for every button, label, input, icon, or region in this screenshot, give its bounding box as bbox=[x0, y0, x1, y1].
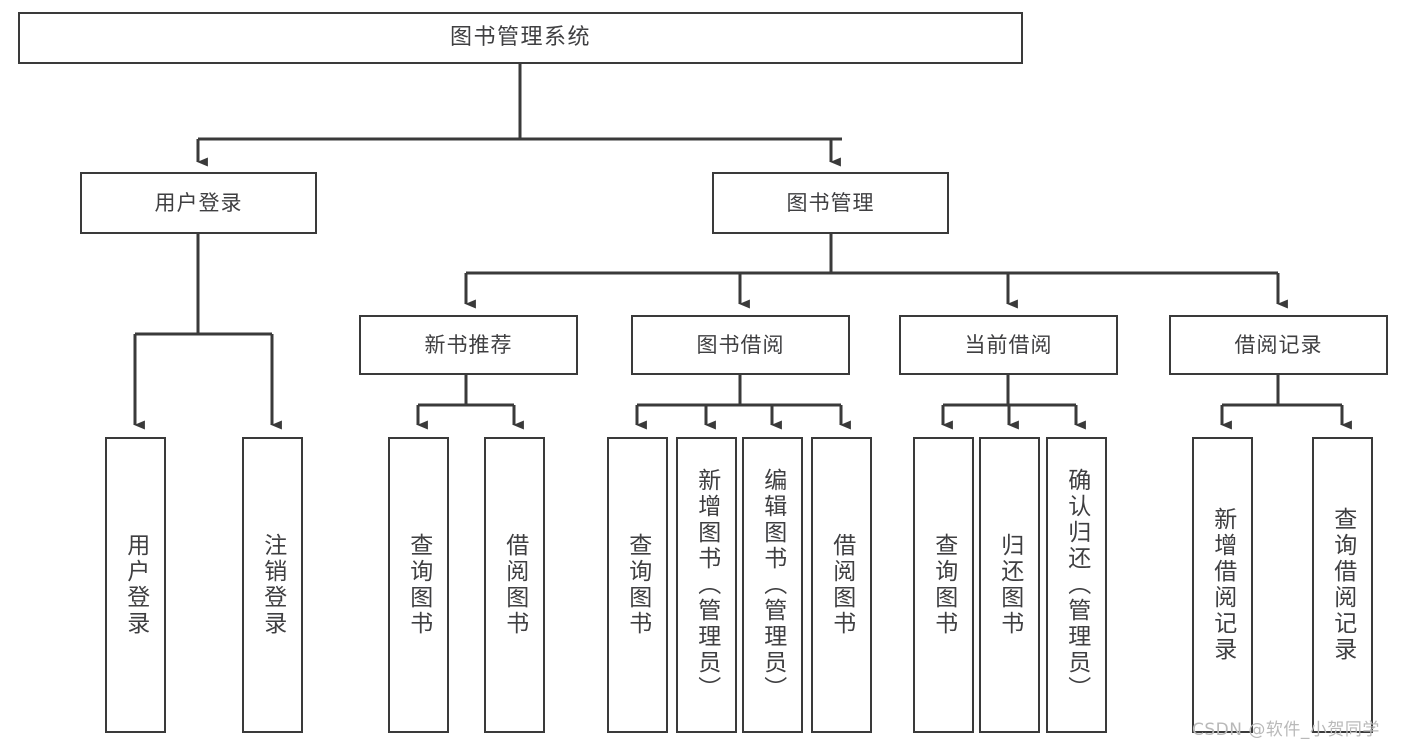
leaf-user-login-signin[interactable]: 用户登录 bbox=[105, 437, 166, 733]
node-label: 新增借阅记录 bbox=[1209, 507, 1236, 663]
leaf-newbook-borrow-book[interactable]: 借阅图书 bbox=[484, 437, 545, 733]
leaf-borrow-query-book[interactable]: 查询图书 bbox=[607, 437, 668, 733]
node-label: 归还图书 bbox=[996, 533, 1023, 637]
node-label: 注销登录 bbox=[259, 533, 286, 637]
leaf-newbook-query-book[interactable]: 查询图书 bbox=[388, 437, 449, 733]
leaf-current-return-book[interactable]: 归还图书 bbox=[979, 437, 1040, 733]
leaf-record-add-record[interactable]: 新增借阅记录 bbox=[1192, 437, 1253, 733]
node-label: 图书借阅 bbox=[696, 332, 785, 357]
node-label: 查询图书 bbox=[405, 533, 432, 637]
leaf-current-confirm-return[interactable]: 确认归还（管理员） bbox=[1046, 437, 1107, 733]
node-label: 编辑图书（管理员） bbox=[759, 468, 786, 702]
node-borrow-record[interactable]: 借阅记录 bbox=[1169, 315, 1388, 375]
node-book-borrow[interactable]: 图书借阅 bbox=[631, 315, 850, 375]
csdn-watermark: CSDN @软件_小贺同学 bbox=[1192, 720, 1380, 740]
node-label: 新增图书（管理员） bbox=[693, 468, 720, 702]
node-label: 借阅图书 bbox=[501, 533, 528, 637]
node-label: 用户登录 bbox=[154, 190, 243, 215]
node-label: 图书管理 bbox=[786, 190, 875, 215]
node-label: 借阅记录 bbox=[1234, 332, 1323, 357]
node-user-login[interactable]: 用户登录 bbox=[80, 172, 317, 234]
node-new-book-recommend[interactable]: 新书推荐 bbox=[359, 315, 578, 375]
node-label: 查询图书 bbox=[930, 533, 957, 637]
leaf-user-login-signout[interactable]: 注销登录 bbox=[242, 437, 303, 733]
leaf-borrow-add-book[interactable]: 新增图书（管理员） bbox=[676, 437, 737, 733]
node-label: 借阅图书 bbox=[828, 533, 855, 637]
node-label: 查询图书 bbox=[624, 533, 651, 637]
node-book-management[interactable]: 图书管理 bbox=[712, 172, 949, 234]
node-label: 新书推荐 bbox=[424, 332, 513, 357]
leaf-record-query-record[interactable]: 查询借阅记录 bbox=[1312, 437, 1373, 733]
node-root-system[interactable]: 图书管理系统 bbox=[18, 12, 1023, 64]
leaf-borrow-borrow-book[interactable]: 借阅图书 bbox=[811, 437, 872, 733]
node-label: 图书管理系统 bbox=[449, 25, 591, 51]
node-label: 确认归还（管理员） bbox=[1063, 468, 1090, 702]
node-label: 当前借阅 bbox=[964, 332, 1053, 357]
node-label: 查询借阅记录 bbox=[1329, 507, 1356, 663]
node-label: 用户登录 bbox=[122, 533, 149, 637]
leaf-current-query-book[interactable]: 查询图书 bbox=[913, 437, 974, 733]
leaf-borrow-edit-book[interactable]: 编辑图书（管理员） bbox=[742, 437, 803, 733]
node-current-borrow[interactable]: 当前借阅 bbox=[899, 315, 1118, 375]
